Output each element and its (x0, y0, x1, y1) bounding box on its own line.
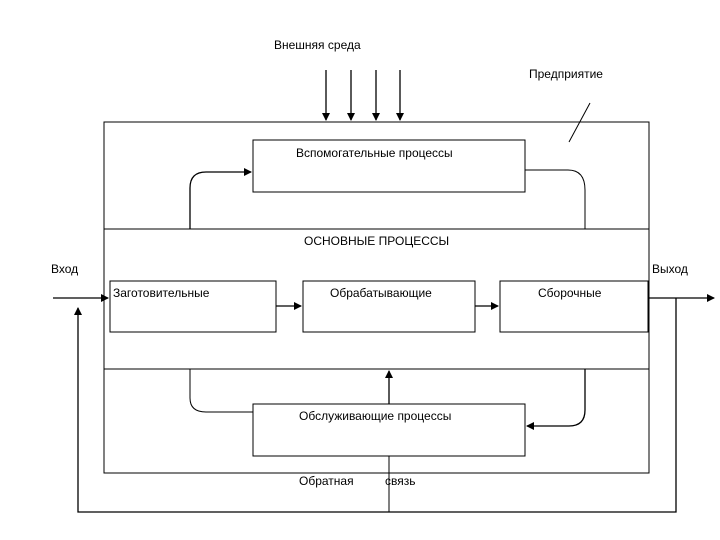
feedback-loop (74, 298, 677, 513)
servicing-box (252, 403, 526, 457)
servicing-to-main-arrow (526, 369, 586, 430)
input-label: Вход (51, 262, 79, 276)
external-arrows (322, 70, 404, 121)
assembly-label: Сборочные (538, 286, 602, 300)
feedback-label-2: связь (385, 474, 416, 488)
main-processes-label: ОСНОВНЫЕ ПРОЦЕССЫ (304, 234, 450, 248)
main-to-servicing-line (189, 369, 253, 413)
processing-box (302, 280, 476, 333)
processing-label: Обрабатывающие (330, 286, 432, 300)
auxiliary-to-main-line (525, 169, 586, 229)
assembly-box (499, 280, 649, 333)
procurement-box (109, 280, 277, 333)
enterprise-pointer-line (568, 102, 591, 143)
servicing-label: Обслуживающие процессы (299, 409, 452, 423)
enterprise-label: Предприятие (529, 67, 603, 81)
output-label: Выход (652, 262, 688, 276)
main-to-auxiliary-arrow (189, 168, 252, 229)
procurement-label: Заготовительные (113, 286, 210, 300)
feedback-label-1: Обратная (299, 474, 354, 488)
auxiliary-label: Вспомогательные процессы (296, 146, 453, 160)
external-env-label: Внешняя среда (274, 38, 361, 52)
auxiliary-box (252, 139, 526, 193)
